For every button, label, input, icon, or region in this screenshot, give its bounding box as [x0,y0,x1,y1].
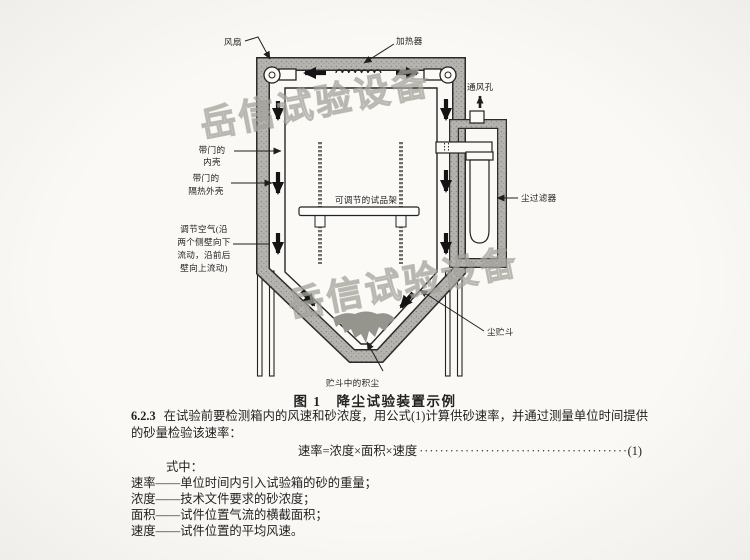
air-label-4: 壁向上流动) [180,262,228,273]
outer-shell-label-2: 隔热外壳 [188,185,224,196]
dust-pile [333,311,395,343]
inner-shell-label-1: 带门的 [199,144,226,155]
clause-number: 6.2.3 [131,409,156,423]
filter-housing [449,110,507,268]
heater-label: 加热器 [396,35,423,46]
where-label: 式中： [166,460,203,474]
air-label-2: 两个侧壁向下 [177,236,230,247]
filter-label: 尘过滤器 [521,192,557,203]
fan-label: 风扇 [224,36,242,47]
air-label-3: 流动，沿前后 [177,249,230,260]
hopper-label: 尘贮斗 [487,326,514,337]
airflow-arrows [272,67,452,309]
definition-velocity: 速度——试件位置的平均风速。 [131,524,304,538]
inner-shell-label-2: 内壳 [203,156,221,167]
clause-body: 在试验前要检测箱内的风速和砂浓度，用公式(1)计算供砂速率，并通过测量单位时间提… [131,409,648,440]
definition-area: 面积——试件位置气流的横截面积； [131,508,328,522]
vent-label: 通风孔 [467,82,494,92]
vent-stub [469,110,485,124]
heater-coil [335,69,382,74]
fan-symbol-left [263,66,297,84]
outer-shell-label-1: 带门的 [193,172,220,183]
dust-in-hopper-label: 贮斗中的积尘 [326,377,379,388]
fan-symbol-right [423,66,457,84]
air-label-1: 调节空气(沿 [180,223,228,234]
definition-rate: 速率——单位时间内引入试验箱的砂的重量； [131,476,377,490]
formula-expression: 速率=浓度×面积×速度 [298,444,418,458]
leader-lines [231,36,518,372]
dust-filter [435,141,494,244]
formula-dot-leader: ········································… [419,444,626,458]
figure-caption: 图 1 降尘试验装置示例 [293,394,457,409]
dust-test-apparatus-diagram: 风扇 加热器 通风孔 带门的 内壳 带门的 隔热外壳 调节空气(沿 两个侧壁向下… [177,35,557,388]
rack-label: 可调节的试品架 [335,194,397,205]
formula-line: 速率=浓度×面积×速度 ····························… [298,441,642,459]
definition-concentration: 浓度——技术文件要求的砂浓度； [131,492,316,506]
outer-insulated-shell [256,57,466,363]
specimen-rack [298,142,420,264]
formula-number: (1) [627,444,642,458]
